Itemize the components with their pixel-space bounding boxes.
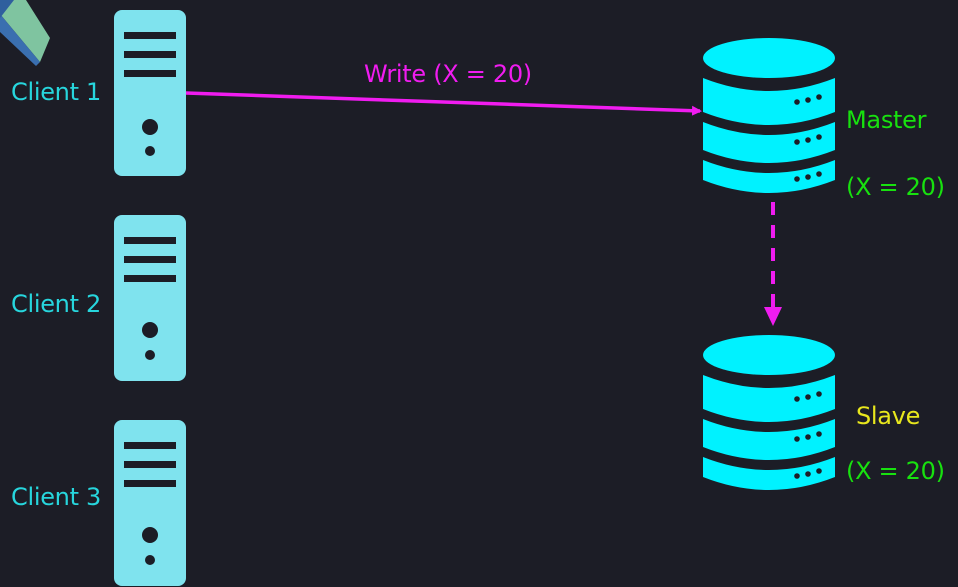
database-icon [703, 335, 835, 490]
server-icon [114, 420, 186, 586]
corner-logo [0, 0, 50, 66]
server-icon [114, 10, 186, 176]
client-2-label: Client 2 [11, 290, 101, 318]
replication-arrow [764, 202, 782, 326]
client-1-label: Client 1 [11, 78, 101, 106]
server-icon [114, 215, 186, 381]
write-arrow [185, 91, 702, 116]
database-icon [703, 38, 835, 193]
client-3-label: Client 3 [11, 483, 101, 511]
master-label: Master [846, 106, 927, 134]
slave-label: Slave [856, 402, 921, 430]
write-label: Write (X = 20) [364, 60, 532, 88]
slave-value: (X = 20) [846, 457, 945, 485]
master-value: (X = 20) [846, 173, 945, 201]
